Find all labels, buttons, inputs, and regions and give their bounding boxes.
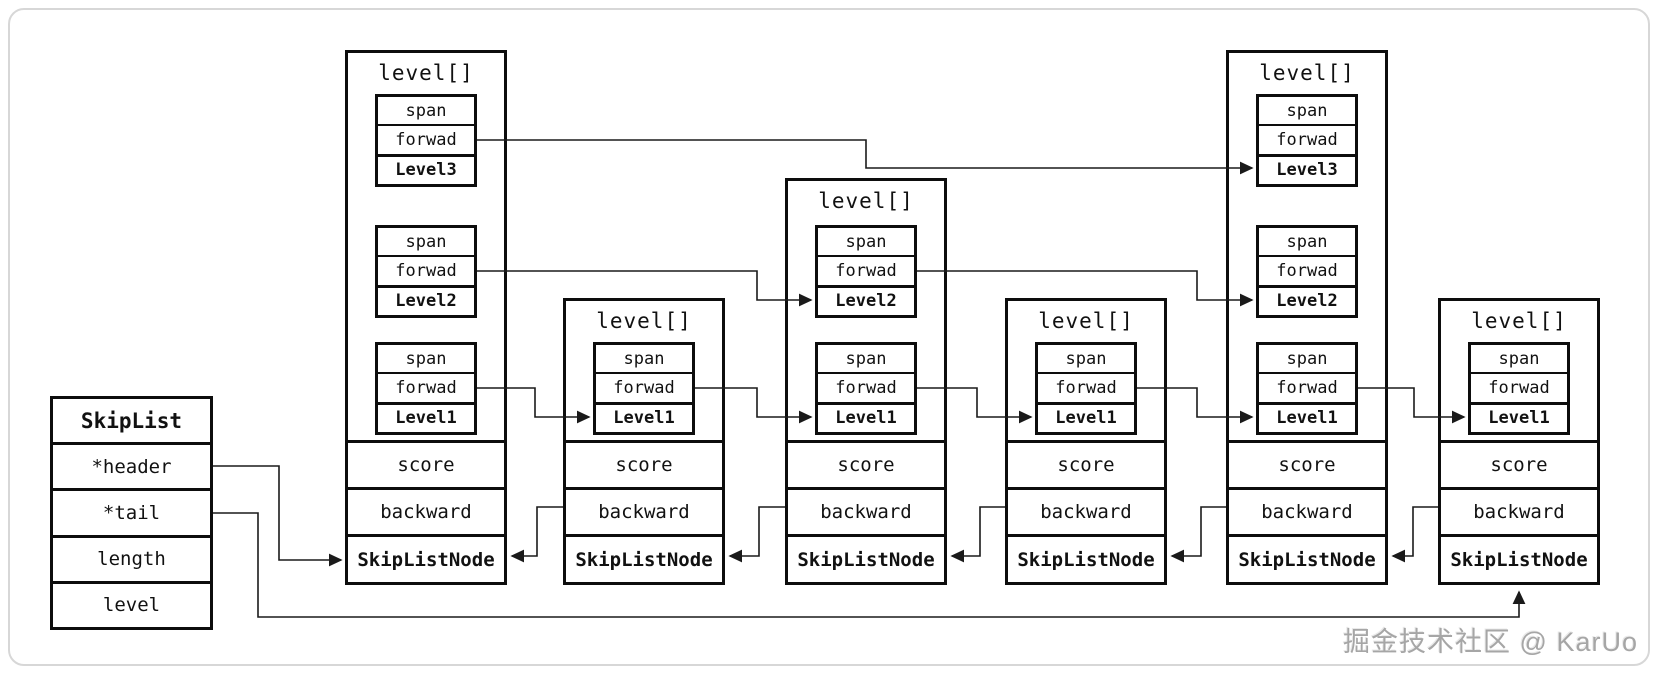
- skiplist-struct-title: SkipList: [80, 408, 183, 433]
- watermark-text: 掘金技术社区 @ KarUo: [1343, 627, 1638, 657]
- level-name-cell: Level1: [1259, 401, 1355, 432]
- score-row: score: [1441, 440, 1597, 487]
- score-row: score: [566, 440, 722, 487]
- backward-row: backward: [1008, 487, 1164, 534]
- span-cell: span: [405, 100, 447, 121]
- skiplistnode-6: level[] span forwad Level1 score backwar…: [1438, 298, 1600, 585]
- skiplist-field-level: level: [53, 580, 210, 627]
- forward-cell: forwad: [1471, 372, 1567, 401]
- backward-row: backward: [788, 487, 944, 534]
- forward-cell: forwad: [1259, 124, 1355, 153]
- skiplistnode-3: level[] span forwad Level2 span forwad L…: [785, 178, 947, 585]
- level-name-cell: Level1: [818, 401, 914, 432]
- span-cell: span: [1286, 348, 1328, 369]
- node-type-row: SkipListNode: [348, 534, 504, 582]
- level-2-block: span forwad Level2: [1256, 225, 1358, 318]
- level-name-cell: Level1: [1471, 401, 1567, 432]
- forward-cell: forwad: [818, 372, 914, 401]
- level-name-cell: Level1: [1038, 401, 1134, 432]
- node-title: level[]: [818, 189, 914, 213]
- level-2-block: span forwad Level2: [375, 225, 477, 318]
- forward-cell: forwad: [596, 372, 692, 401]
- level-2-block: span forwad Level2: [815, 225, 917, 318]
- skiplistnode-2: level[] span forwad Level1 score backwar…: [563, 298, 725, 585]
- level-3-block: span forwad Level3: [1256, 94, 1358, 187]
- node-type-row: SkipListNode: [1229, 534, 1385, 582]
- span-cell: span: [405, 348, 447, 369]
- node-title: level[]: [378, 61, 474, 85]
- backward-row: backward: [348, 487, 504, 534]
- skiplistnode-1: level[] span forwad Level3 span forwad L…: [345, 50, 507, 585]
- node-type-row: SkipListNode: [1008, 534, 1164, 582]
- score-row: score: [1008, 440, 1164, 487]
- backward-row: backward: [1229, 487, 1385, 534]
- node-title: level[]: [1038, 309, 1134, 333]
- level-name-cell: Level1: [596, 401, 692, 432]
- level-1-block: span forwad Level1: [375, 342, 477, 435]
- span-cell: span: [1498, 348, 1540, 369]
- forward-cell: forwad: [378, 255, 474, 284]
- node-title: level[]: [596, 309, 692, 333]
- level-name-cell: Level2: [1259, 284, 1355, 315]
- level-1-block: span forwad Level1: [815, 342, 917, 435]
- skiplistnode-5: level[] span forwad Level3 span forwad L…: [1226, 50, 1388, 585]
- node-title: level[]: [1471, 309, 1567, 333]
- level-1-block: span forwad Level1: [1035, 342, 1137, 435]
- level-name-cell: Level1: [378, 401, 474, 432]
- level-3-block: span forwad Level3: [375, 94, 477, 187]
- span-cell: span: [845, 348, 887, 369]
- score-row: score: [348, 440, 504, 487]
- node-type-row: SkipListNode: [788, 534, 944, 582]
- forward-cell: forwad: [1259, 255, 1355, 284]
- score-row: score: [1229, 440, 1385, 487]
- score-row: score: [788, 440, 944, 487]
- backward-row: backward: [566, 487, 722, 534]
- span-cell: span: [845, 231, 887, 252]
- node-type-row: SkipListNode: [566, 534, 722, 582]
- span-cell: span: [1286, 100, 1328, 121]
- skiplist-field-header: *header: [53, 442, 210, 488]
- level-1-block: span forwad Level1: [1468, 342, 1570, 435]
- skiplist-struct-box: SkipList *header *tail length level: [50, 396, 213, 630]
- backward-row: backward: [1441, 487, 1597, 534]
- level-1-block: span forwad Level1: [593, 342, 695, 435]
- level-name-cell: Level3: [378, 153, 474, 184]
- span-cell: span: [1286, 231, 1328, 252]
- span-cell: span: [623, 348, 665, 369]
- skiplist-field-length: length: [53, 534, 210, 581]
- node-type-row: SkipListNode: [1441, 534, 1597, 582]
- level-name-cell: Level2: [378, 284, 474, 315]
- skiplistnode-4: level[] span forwad Level1 score backwar…: [1005, 298, 1167, 585]
- forward-cell: forwad: [1259, 372, 1355, 401]
- node-title: level[]: [1259, 61, 1355, 85]
- forward-cell: forwad: [1038, 372, 1134, 401]
- level-name-cell: Level2: [818, 284, 914, 315]
- span-cell: span: [405, 231, 447, 252]
- forward-cell: forwad: [378, 124, 474, 153]
- level-name-cell: Level3: [1259, 153, 1355, 184]
- forward-cell: forwad: [378, 372, 474, 401]
- level-1-block: span forwad Level1: [1256, 342, 1358, 435]
- span-cell: span: [1065, 348, 1107, 369]
- skiplist-field-tail: *tail: [53, 488, 210, 534]
- forward-cell: forwad: [818, 255, 914, 284]
